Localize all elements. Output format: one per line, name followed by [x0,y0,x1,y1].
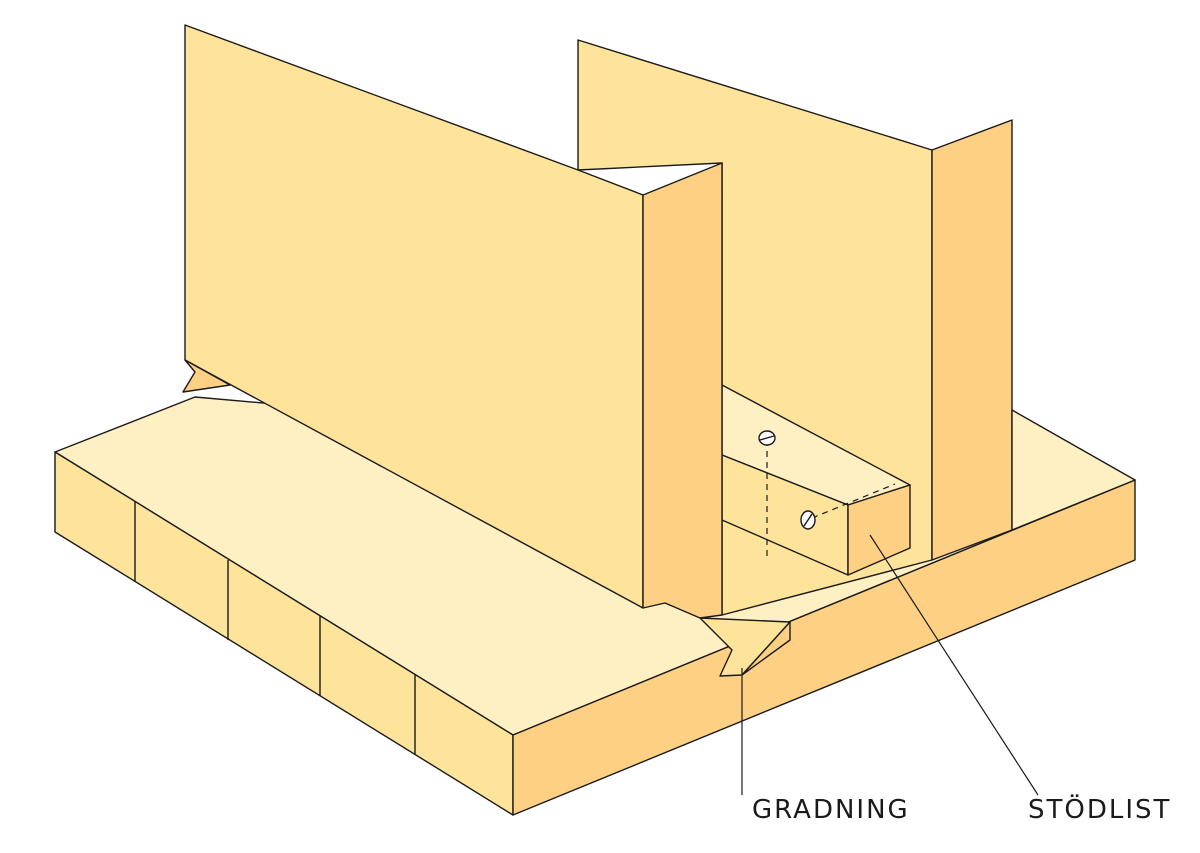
front-panel-edge [642,162,723,619]
hidden-screw-line-2 [811,483,896,519]
screw-icon [800,510,816,530]
groove-floor [699,617,791,677]
label-stodlist: STÖDLIST [1028,793,1171,825]
label-gradning: GRADNING [752,795,910,825]
groove-wall [741,621,791,676]
back-panel-foot [1011,409,1136,531]
base-board-side-face [512,479,1136,816]
stodlist-leader [869,534,1039,796]
dovetail-groove [699,617,791,677]
screw-icon [758,430,776,446]
front-panel [182,24,723,619]
back-panel-edge [931,119,1013,561]
dovetail-tongue [182,359,231,393]
batten-end [847,484,911,576]
